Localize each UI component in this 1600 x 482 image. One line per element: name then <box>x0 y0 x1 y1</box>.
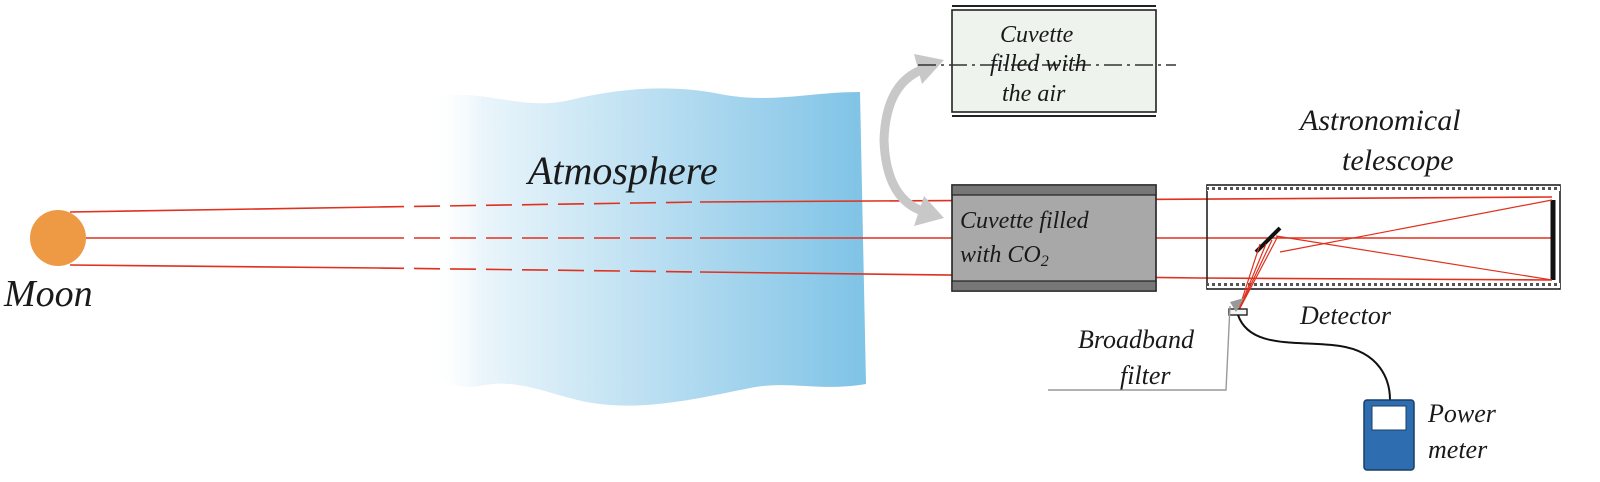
swap-arrow-head-top <box>914 54 944 84</box>
cuvette-co2 <box>951 184 1157 292</box>
power-meter <box>1363 399 1415 471</box>
filter-pointer-arrow-head <box>1230 298 1244 312</box>
cuvette-air-label-line3: the air <box>1002 81 1066 107</box>
cuvette-air-label-line2: filled with <box>990 51 1087 77</box>
cuvette-co2-label-line1: Cuvette filled <box>960 208 1090 234</box>
atmosphere-region <box>430 88 866 406</box>
power-meter-label-line1: Power <box>1427 399 1497 428</box>
moon-label: Moon <box>3 273 93 315</box>
filter-label-line2: filter <box>1120 361 1171 390</box>
filter-label-line1: Broadband <box>1078 325 1195 354</box>
telescope-label-line1: Astronomical <box>1298 104 1461 137</box>
moon <box>30 210 86 266</box>
cuvette-air <box>918 5 1176 117</box>
filter-pointer-line <box>1048 305 1231 391</box>
power-meter-screen <box>1371 405 1407 431</box>
secondary-mirror <box>1254 226 1282 254</box>
swap-arrow <box>879 63 932 217</box>
power-meter-label-line2: meter <box>1428 435 1488 464</box>
cuvette-co2-subscript: 2 <box>1041 253 1049 270</box>
detector-cable <box>1237 314 1391 401</box>
telescope-internal-rays <box>1237 199 1553 313</box>
detector-label: Detector <box>1299 301 1392 330</box>
swap-arrow-head-bottom <box>914 196 944 226</box>
atmosphere-label: Atmosphere <box>525 148 718 193</box>
detector <box>1228 308 1248 316</box>
cuvette-air-label-line1: Cuvette <box>1000 22 1074 48</box>
cuvette-co2-label-line2: with CO2 <box>960 242 1049 270</box>
cuvette-co2-label-text: with CO <box>960 242 1041 268</box>
telescope <box>1206 184 1561 290</box>
telescope-label-line2: telescope <box>1342 144 1454 177</box>
